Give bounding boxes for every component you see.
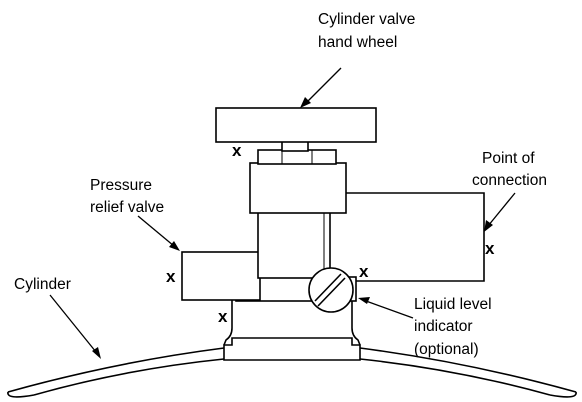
leak-mark-relief: x <box>166 267 176 286</box>
leak-mark-indicator: x <box>359 262 369 281</box>
label-cylinder: Cylinder <box>14 276 71 293</box>
outlet-connection <box>346 192 485 282</box>
label-relief-line-1: Pressure <box>90 177 152 194</box>
label-cylinder-line-1: Cylinder <box>14 276 71 293</box>
valve-body-lower <box>257 211 331 279</box>
packing-nut <box>257 140 337 165</box>
label-hand-wheel-line-1: Cylinder valve <box>318 11 415 28</box>
label-relief-line-2: relief valve <box>90 199 164 216</box>
label-connection-line-2: connection <box>472 172 547 189</box>
label-liquid-line-1: Liquid level <box>414 296 492 313</box>
leak-check-marks: x x x x x <box>166 141 495 326</box>
liquid-level-indicator <box>308 267 354 313</box>
leak-mark-base: x <box>218 307 228 326</box>
label-hand-wheel-line-2: hand wheel <box>318 34 397 51</box>
label-liquid-line-3: (optional) <box>414 341 479 358</box>
valve-body-upper <box>249 162 347 214</box>
label-pressure-relief: Pressure relief valve <box>90 177 164 216</box>
hand-wheel <box>215 107 377 143</box>
label-connection-line-1: Point of <box>482 150 535 167</box>
label-hand-wheel: Cylinder valve hand wheel <box>318 11 415 51</box>
leak-mark-hand-wheel: x <box>232 141 242 160</box>
leak-mark-connection: x <box>485 239 495 258</box>
cylinder-boss <box>223 300 361 361</box>
label-liquid-line-2: indicator <box>414 318 473 335</box>
pressure-relief-valve <box>181 251 261 301</box>
label-liquid-level: Liquid level indicator (optional) <box>414 296 492 358</box>
cylinder-shell <box>7 347 577 398</box>
leader-lines <box>49 67 516 359</box>
label-point-of-connection: Point of connection <box>472 150 547 189</box>
